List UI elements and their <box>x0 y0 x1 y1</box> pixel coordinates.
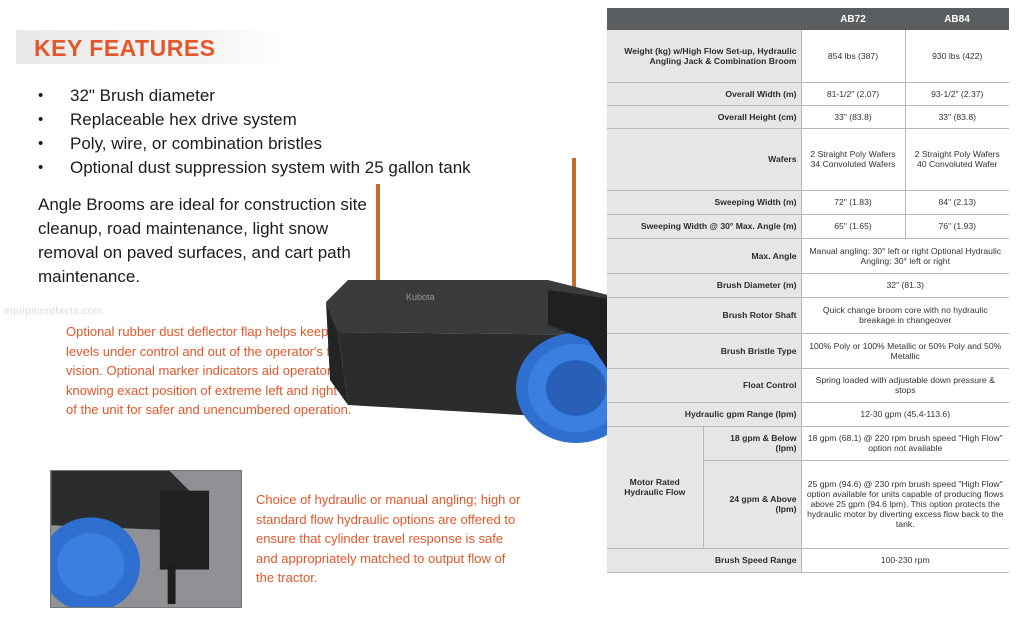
table-row: Overall Height (cm) 33" (83.8) 33" (83.8… <box>607 105 1009 129</box>
marker-rod-left <box>376 184 380 289</box>
table-row: Brush Rotor Shaft Quick change broom cor… <box>607 297 1009 334</box>
cell-shared: 100-230 rpm <box>801 548 1009 573</box>
cell-shared: Spring loaded with adjustable down press… <box>801 368 1009 403</box>
table-row: Overall Width (m) 81-1/2" (2.07) 93-1/2"… <box>607 82 1009 106</box>
feature-list: 32" Brush diameter Replaceable hex drive… <box>38 84 471 180</box>
title-band <box>16 30 286 64</box>
cell-shared: Quick change broom core with no hydrauli… <box>801 297 1009 334</box>
cell-ab72: 72" (1.83) <box>801 190 906 215</box>
row-label: Hydraulic gpm Range (lpm) <box>607 402 802 427</box>
spec-table: AB72 AB84 Weight (kg) w/High Flow Set-up… <box>607 8 1009 573</box>
row-label: Sweeping Width (m) <box>607 190 802 215</box>
row-label: Weight (kg) w/High Flow Set-up, Hydrauli… <box>607 30 802 83</box>
cell-shared: 18 gpm (68.1) @ 220 rpm brush speed "Hig… <box>801 426 1009 461</box>
cell-shared: 32" (81.3) <box>801 273 1009 298</box>
cell-ab84: 930 lbs (422) <box>905 30 1009 83</box>
table-header-row: AB72 AB84 <box>607 8 1009 30</box>
watermark: equipmentfacts.com <box>4 306 103 317</box>
row-group-label: Motor Rated Hydraulic Flow <box>607 426 704 549</box>
row-label: Sweeping Width @ 30° Max. Angle (m) <box>607 214 802 239</box>
marker-rod-right <box>572 158 576 298</box>
feature-item: Optional dust suppression system with 25… <box>38 156 471 180</box>
page-title: KEY FEATURES <box>34 35 216 61</box>
table-row: Weight (kg) w/High Flow Set-up, Hydrauli… <box>607 30 1009 83</box>
cell-ab72: 2 Straight Poly Wafers 34 Convoluted Waf… <box>801 128 906 191</box>
angling-detail-image <box>50 470 242 608</box>
table-row: Hydraulic gpm Range (lpm) 12-30 gpm (45.… <box>607 402 1009 427</box>
cell-shared: 12-30 gpm (45.4-113.6) <box>801 402 1009 427</box>
cell-ab84: 2 Straight Poly Wafers 40 Convoluted Waf… <box>905 128 1009 191</box>
row-label: Brush Speed Range <box>607 548 802 573</box>
table-row: Wafers 2 Straight Poly Wafers 34 Convolu… <box>607 128 1009 191</box>
table-row: Sweeping Width (m) 72" (1.83) 84" (2.13) <box>607 190 1009 215</box>
row-label: Wafers <box>607 128 802 191</box>
cell-ab84: 93-1/2" (2.37) <box>905 82 1009 106</box>
cell-ab72: 33" (83.8) <box>801 105 906 129</box>
cell-ab84: 33" (83.8) <box>905 105 1009 129</box>
feature-item: 32" Brush diameter <box>38 84 471 108</box>
cell-ab84: 76" (1.93) <box>905 214 1009 239</box>
cell-ab72: 854 lbs (387) <box>801 30 906 83</box>
row-label: Float Control <box>607 368 802 403</box>
feature-item: Poly, wire, or combination bristles <box>38 132 471 156</box>
cell-shared: 25 gpm (94.6) @ 230 rpm brush speed "Hig… <box>801 460 1009 549</box>
row-label: Brush Rotor Shaft <box>607 297 802 334</box>
cell-shared: 100% Poly or 100% Metallic or 50% Poly a… <box>801 333 1009 369</box>
cell-ab72: 65" (1.65) <box>801 214 906 239</box>
row-label: 24 gpm & Above (lpm) <box>703 460 802 549</box>
callout-angling: Choice of hydraulic or manual angling; h… <box>256 492 521 585</box>
column-header-ab72: AB72 <box>801 8 905 30</box>
row-label: Max. Angle <box>607 238 802 274</box>
table-row: Brush Diameter (m) 32" (81.3) <box>607 273 1009 298</box>
table-row: Max. Angle Manual angling: 30° left or r… <box>607 238 1009 274</box>
row-label: Overall Height (cm) <box>607 105 802 129</box>
table-row: Brush Bristle Type 100% Poly or 100% Met… <box>607 333 1009 369</box>
table-row: 24 gpm & Above (lpm) 25 gpm (94.6) @ 230… <box>607 460 1009 549</box>
table-row: Sweeping Width @ 30° Max. Angle (m) 65" … <box>607 214 1009 239</box>
broom-hood-side <box>326 302 348 405</box>
row-label: Brush Bristle Type <box>607 333 802 369</box>
row-label: Overall Width (m) <box>607 82 802 106</box>
cell-ab72: 81-1/2" (2.07) <box>801 82 906 106</box>
callout-deflector: Optional rubber dust deflector flap help… <box>66 324 377 417</box>
cell-ab84: 84" (2.13) <box>905 190 1009 215</box>
column-header-ab84: AB84 <box>905 8 1009 30</box>
machine-logo: Kubota <box>406 292 435 302</box>
row-label: Brush Diameter (m) <box>607 273 802 298</box>
table-row: Motor Rated Hydraulic Flow 18 gpm & Belo… <box>607 426 1009 549</box>
intro-paragraph: Angle Brooms are ideal for construction … <box>38 195 367 286</box>
table-row: Brush Speed Range 100-230 rpm <box>607 548 1009 573</box>
cell-shared: Manual angling: 30° left or right Option… <box>801 238 1009 274</box>
row-label: 18 gpm & Below (lpm) <box>703 426 802 461</box>
feature-item: Replaceable hex drive system <box>38 108 471 132</box>
table-row: Float Control Spring loaded with adjusta… <box>607 368 1009 403</box>
